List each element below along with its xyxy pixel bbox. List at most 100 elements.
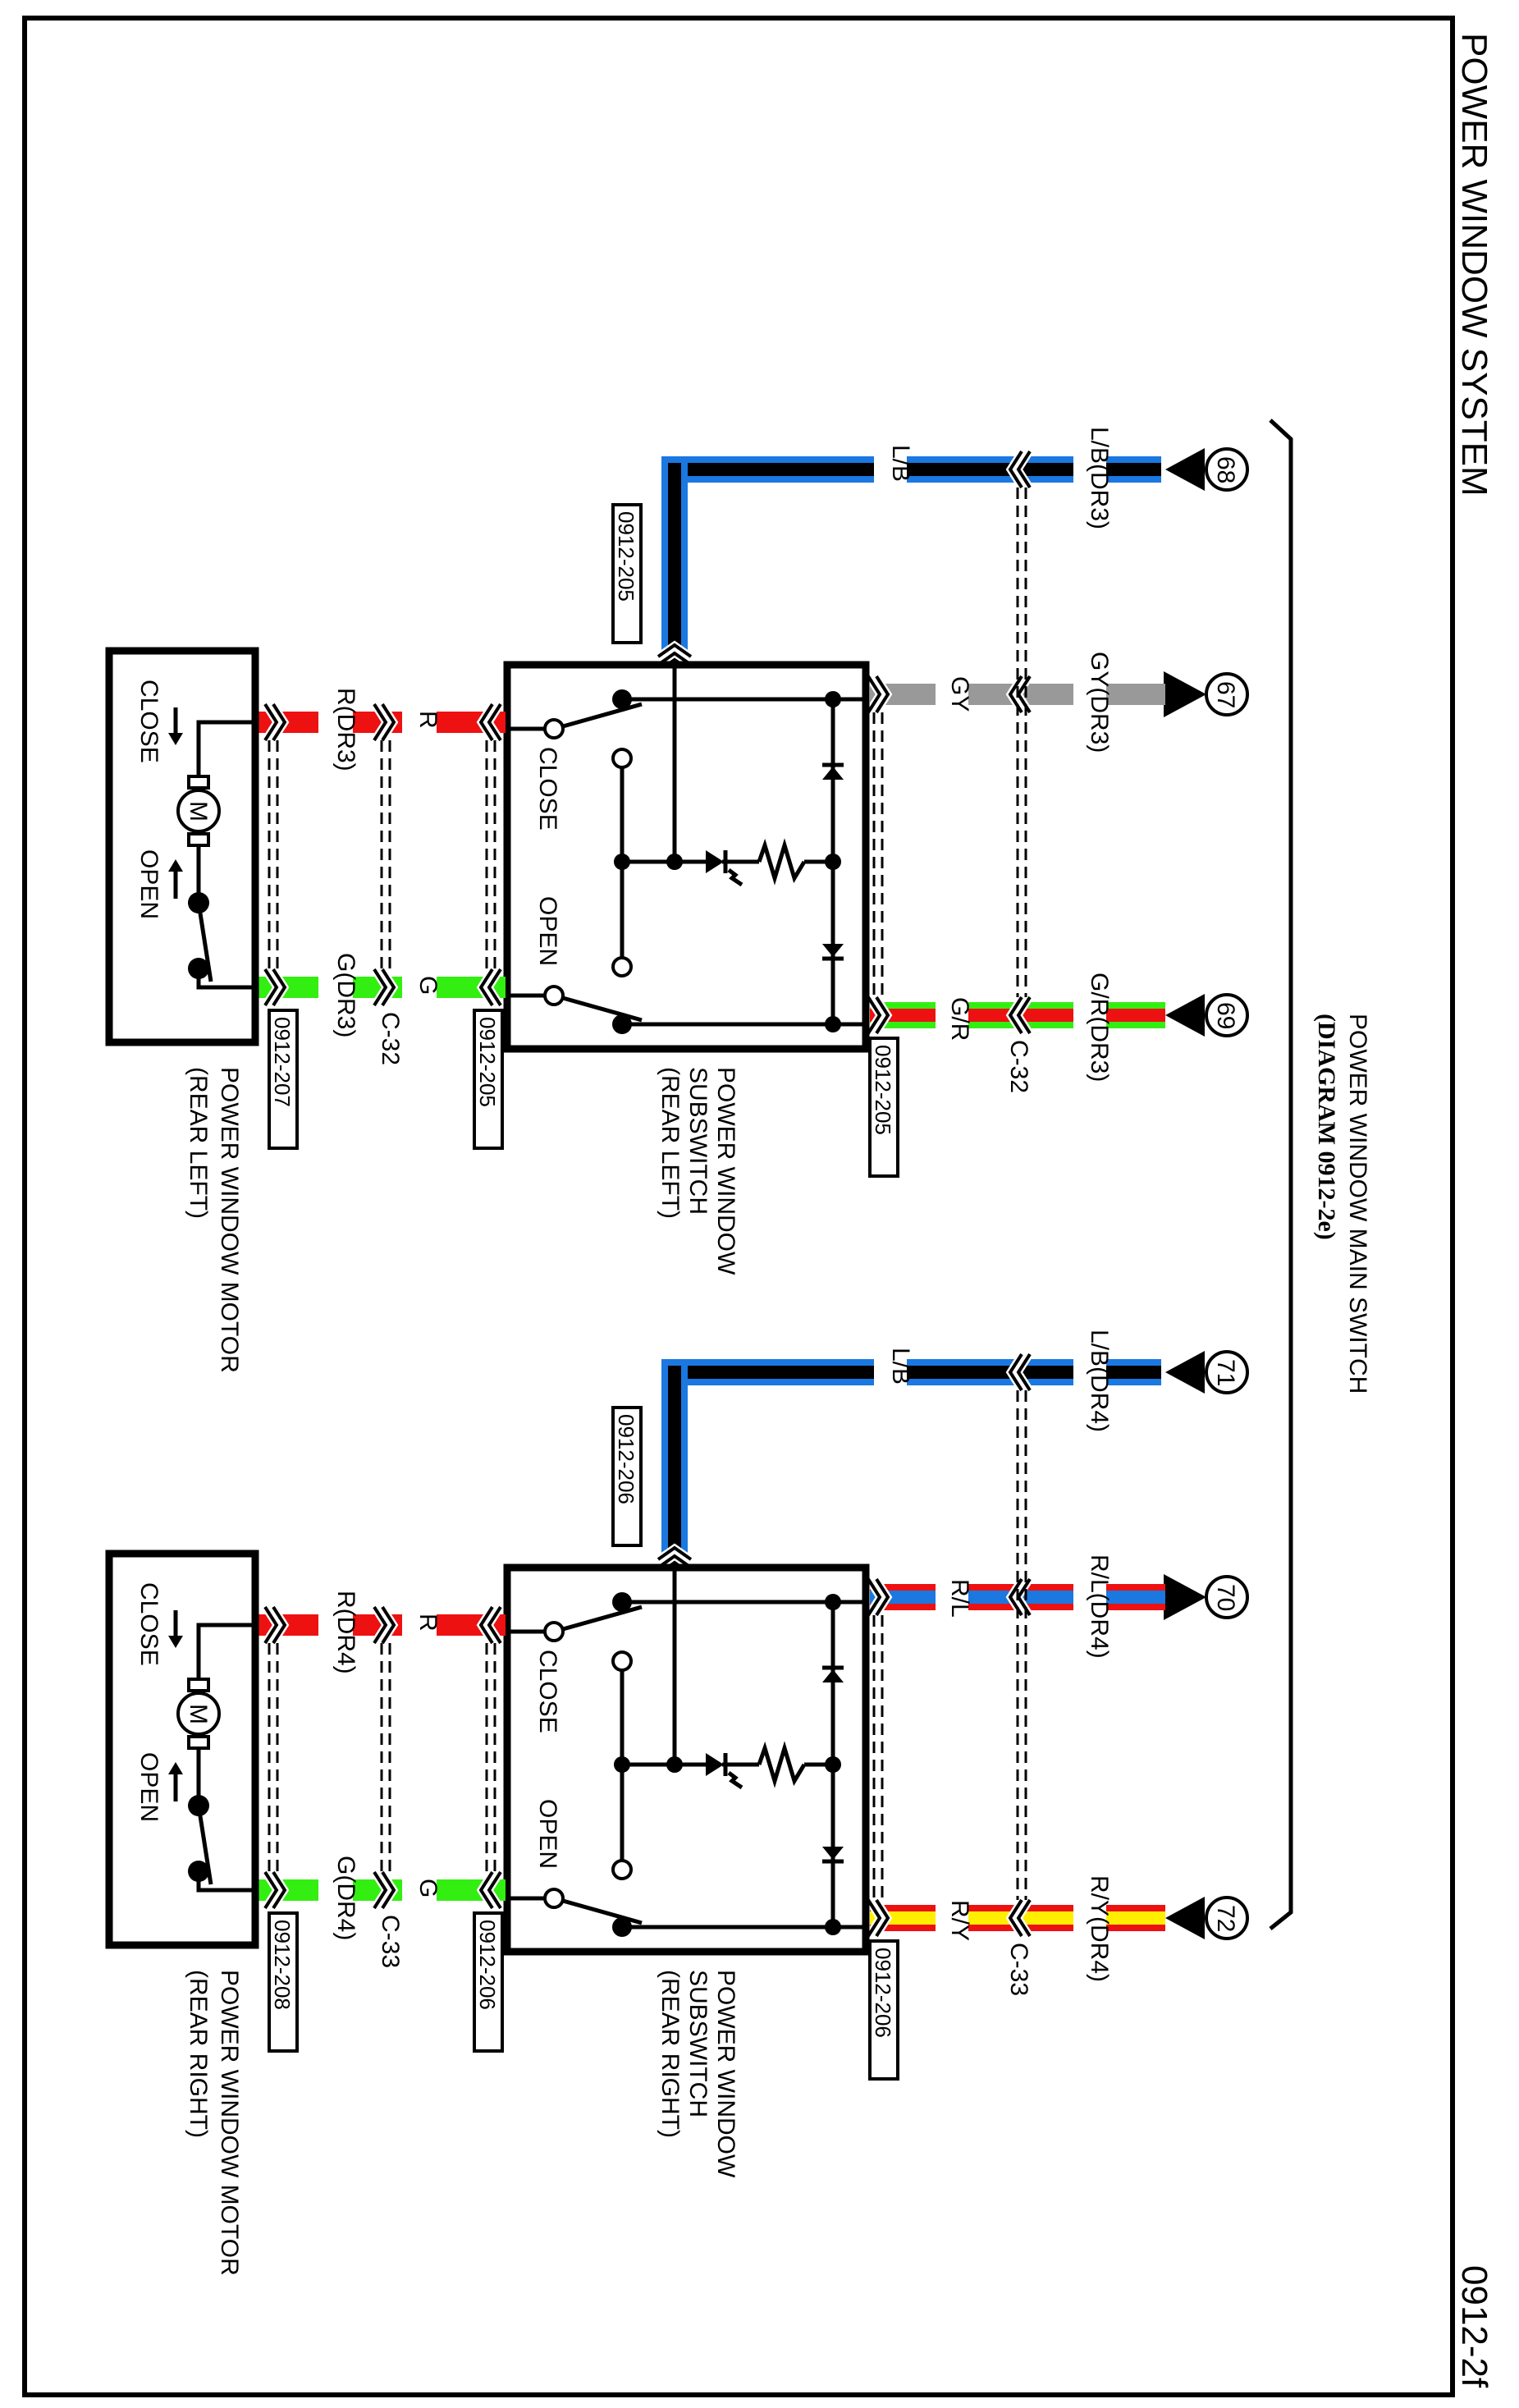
junction-dot bbox=[825, 1594, 841, 1610]
terminal-number: 71 bbox=[1212, 1359, 1239, 1386]
chevron-stroke bbox=[875, 675, 890, 714]
close-arrow-head bbox=[168, 733, 183, 745]
close-arrow-head bbox=[168, 1636, 183, 1648]
subswitch-name-line: (REAR RIGHT) bbox=[657, 1970, 684, 2138]
reference-box-label: 0912-205 bbox=[614, 511, 638, 602]
subswitch-name-line: (REAR LEFT) bbox=[657, 1067, 684, 1219]
label-gap bbox=[936, 1902, 968, 1934]
connector-chevron-icon bbox=[371, 702, 399, 743]
switch-arm-close bbox=[562, 1605, 643, 1632]
diode-icon bbox=[822, 767, 844, 780]
resistor-icon bbox=[757, 1741, 807, 1788]
subswitch-name-line: SUBSWITCH bbox=[684, 1067, 711, 1215]
contact-open-icon bbox=[611, 1650, 633, 1672]
subswitch-open-label: OPEN bbox=[534, 896, 561, 966]
label-gap bbox=[402, 1877, 437, 1903]
motor-wire bbox=[196, 720, 256, 786]
motor-reference: 0912-207 bbox=[268, 1009, 299, 1150]
chevron-stroke bbox=[381, 968, 396, 1007]
reference-box-label: 0912-207 bbox=[270, 1017, 295, 1107]
label-gap bbox=[1073, 453, 1106, 486]
terminal-arrow-in-icon bbox=[1165, 1897, 1205, 1939]
connector-chevron-icon bbox=[865, 1577, 893, 1618]
led-light-arrow-icon bbox=[727, 1771, 743, 1790]
chevron-stroke bbox=[657, 1545, 693, 1561]
subswitch-left-reference: 0912-206 bbox=[473, 1911, 504, 2053]
connector-chevron-icon bbox=[371, 967, 399, 1008]
motor-wire-label-r: R(DR4) bbox=[332, 1591, 359, 1674]
wire-label-main: GY(DR3) bbox=[1086, 652, 1113, 753]
switch-arm-open bbox=[562, 996, 643, 1023]
connector-chevron-icon bbox=[656, 1543, 693, 1571]
terminal-number: 69 bbox=[1212, 1002, 1239, 1029]
switch-wire-label-r: R bbox=[414, 1614, 442, 1632]
subswitch-box bbox=[503, 661, 870, 1053]
chevron-stroke bbox=[1016, 1898, 1032, 1938]
terminal-69: 69 bbox=[1165, 993, 1249, 1037]
reference-box-frame bbox=[868, 1939, 899, 2081]
wire-lb-vertical-inner bbox=[668, 1366, 681, 1568]
chevron-stroke bbox=[875, 1898, 890, 1938]
junction-dot bbox=[825, 1919, 841, 1935]
junction-dot bbox=[825, 854, 841, 870]
terminal-arrow-in-icon bbox=[1165, 1351, 1205, 1394]
label-gap bbox=[1073, 1902, 1106, 1934]
switch-wire-label-r: R bbox=[414, 711, 442, 729]
wire-label-switch: GY bbox=[946, 676, 973, 712]
wire-label-main: L/B(DR4) bbox=[1086, 1330, 1113, 1432]
motor-box bbox=[105, 1550, 259, 1949]
terminal-number: 67 bbox=[1212, 681, 1239, 708]
diode-icon bbox=[822, 1847, 844, 1860]
connector-chevron-icon bbox=[865, 674, 893, 715]
chevron-stroke bbox=[478, 1605, 494, 1645]
label-gap bbox=[874, 453, 907, 486]
diode-icon bbox=[822, 1669, 844, 1682]
connector-chevron-icon bbox=[262, 1870, 290, 1911]
terminal-circle bbox=[1205, 993, 1249, 1037]
chevron-stroke bbox=[487, 968, 502, 1007]
subswitch-name-line: POWER WINDOW bbox=[712, 1067, 739, 1275]
page-frame bbox=[22, 16, 1455, 2397]
terminal-arrow-out-icon bbox=[1164, 1574, 1206, 1620]
chevron-stroke bbox=[373, 968, 388, 1007]
motor-wire-label-g: G(DR3) bbox=[332, 953, 359, 1037]
diode-icon bbox=[822, 944, 844, 957]
connector-chevron-icon bbox=[476, 1870, 504, 1911]
label-gap bbox=[318, 1877, 353, 1903]
label-gap bbox=[1073, 999, 1106, 1032]
switch-wire-label-g: G bbox=[414, 1879, 442, 1898]
connector-chevron-icon bbox=[262, 1605, 290, 1646]
harness-connector-label: C-33 bbox=[1005, 1943, 1032, 1996]
junction-dot bbox=[666, 1756, 683, 1773]
connector-chevron-icon bbox=[262, 702, 290, 743]
terminal-circle bbox=[1205, 447, 1249, 492]
terminal-67: 67 bbox=[1164, 671, 1249, 717]
label-gap bbox=[402, 709, 437, 735]
subswitch-right-reference: 0912-205 bbox=[868, 1037, 899, 1178]
wire-label-main: R/L(DR4) bbox=[1086, 1554, 1113, 1659]
chevron-stroke bbox=[1008, 450, 1023, 489]
label-gap bbox=[1073, 1356, 1106, 1389]
reference-box-label: 0912-208 bbox=[270, 1920, 295, 2010]
junction-dot bbox=[612, 1592, 632, 1612]
chevron-stroke bbox=[657, 651, 693, 666]
chevron-stroke bbox=[487, 1870, 502, 1910]
terminal-70: 70 bbox=[1164, 1574, 1249, 1620]
subswitch-right-reference: 0912-206 bbox=[868, 1939, 899, 2081]
label-gap bbox=[402, 1612, 437, 1638]
junction-dot bbox=[612, 689, 632, 709]
subswitch-close-label: CLOSE bbox=[534, 1650, 561, 1733]
connector-chevron-icon bbox=[656, 640, 693, 668]
connector-chevron-icon bbox=[371, 1605, 399, 1646]
chevron-stroke bbox=[381, 1605, 396, 1645]
chevron-stroke bbox=[263, 703, 279, 742]
subswitch-left-reference: 0912-205 bbox=[473, 1009, 504, 1150]
connector-chevron-icon bbox=[476, 967, 504, 1008]
motor-close-label: CLOSE bbox=[135, 1582, 162, 1666]
chevron-stroke bbox=[875, 1577, 890, 1617]
terminal-72: 72 bbox=[1165, 1896, 1249, 1940]
reference-box-frame bbox=[868, 1037, 899, 1178]
subswitch-name-line: SUBSWITCH bbox=[684, 1970, 711, 2117]
chevron-stroke bbox=[263, 968, 279, 1007]
reference-box-frame bbox=[611, 1406, 643, 1547]
